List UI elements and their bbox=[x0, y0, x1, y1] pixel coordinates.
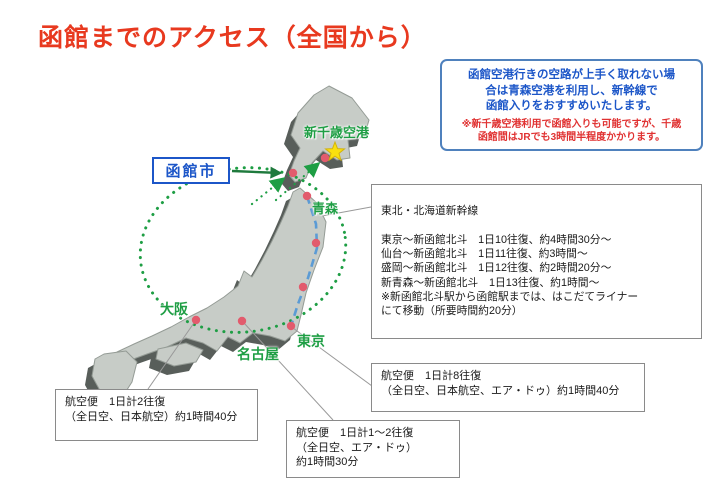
hakodate-city-text: 函館市 bbox=[165, 163, 217, 180]
shinkansen-routes: 東京～新函館北斗 1日10往復、約4時間30分～ 仙台～新函館北斗 1日11往復… bbox=[381, 233, 639, 317]
connector-shinkansen-box bbox=[321, 206, 372, 217]
city-dots bbox=[191, 153, 330, 331]
label-osaka: 大阪 bbox=[160, 301, 188, 317]
flight-box-tokyo: 航空便 1日計8往復 （全日空、日本航空、エア・ドゥ）約1時間40分 bbox=[371, 363, 645, 412]
connector-tokyo-box bbox=[292, 327, 373, 387]
connector-lines bbox=[147, 206, 373, 421]
hakodate-pointer-arrow bbox=[231, 166, 283, 179]
label-aomori: 青森 bbox=[312, 201, 339, 216]
page-title: 函館までのアクセス（全国から） bbox=[38, 24, 427, 52]
dot-hakodate bbox=[288, 168, 298, 178]
chitose-star-icon bbox=[324, 140, 346, 162]
connector-osaka-box bbox=[147, 319, 197, 390]
dot-sendai bbox=[311, 238, 321, 248]
flight-route-loop bbox=[138, 166, 348, 334]
label-tokyo: 東京 bbox=[297, 333, 325, 349]
dot-chitose bbox=[320, 153, 330, 163]
advisory-main-text: 函館空港行きの空路が上手く取れない場 合は青森空港を利用し、新幹線で 函館入りを… bbox=[468, 69, 675, 113]
advisory-note-text: ※新千歳空港利用で函館入りも可能ですが、千歳 函館間はJRでも3時間半程度かかり… bbox=[461, 118, 682, 143]
dot-morioka bbox=[298, 282, 308, 292]
dot-osaka bbox=[191, 315, 201, 325]
label-nagoya: 名古屋 bbox=[237, 346, 279, 362]
connector-nagoya-box bbox=[243, 322, 334, 421]
label-shin-chitose-airport: 新千歳空港 bbox=[304, 125, 370, 140]
label-hakodate-city: 函館市 bbox=[152, 157, 230, 184]
flight-box-osaka: 航空便 1日計2往復 （全日空、日本航空）約1時間40分 bbox=[55, 389, 258, 441]
flight-box-nagoya: 航空便 1日計1～2往復 （全日空、エア・ドゥ） 約1時間30分 bbox=[286, 420, 460, 478]
dot-aomori bbox=[302, 191, 312, 201]
shinkansen-info-box: 東北・北海道新幹線 東京～新函館北斗 1日10往復、約4時間30分～ 仙台～新函… bbox=[371, 184, 702, 339]
dot-tokyo bbox=[286, 321, 296, 331]
shinkansen-title: 東北・北海道新幹線 bbox=[381, 205, 479, 218]
advisory-box: 函館空港行きの空路が上手く取れない場 合は青森空港を利用し、新幹線で 函館入りを… bbox=[440, 59, 703, 151]
shinkansen-route-line bbox=[289, 195, 319, 327]
flight-arrow-to-hakodate bbox=[250, 177, 286, 206]
dot-nagoya bbox=[237, 316, 247, 326]
